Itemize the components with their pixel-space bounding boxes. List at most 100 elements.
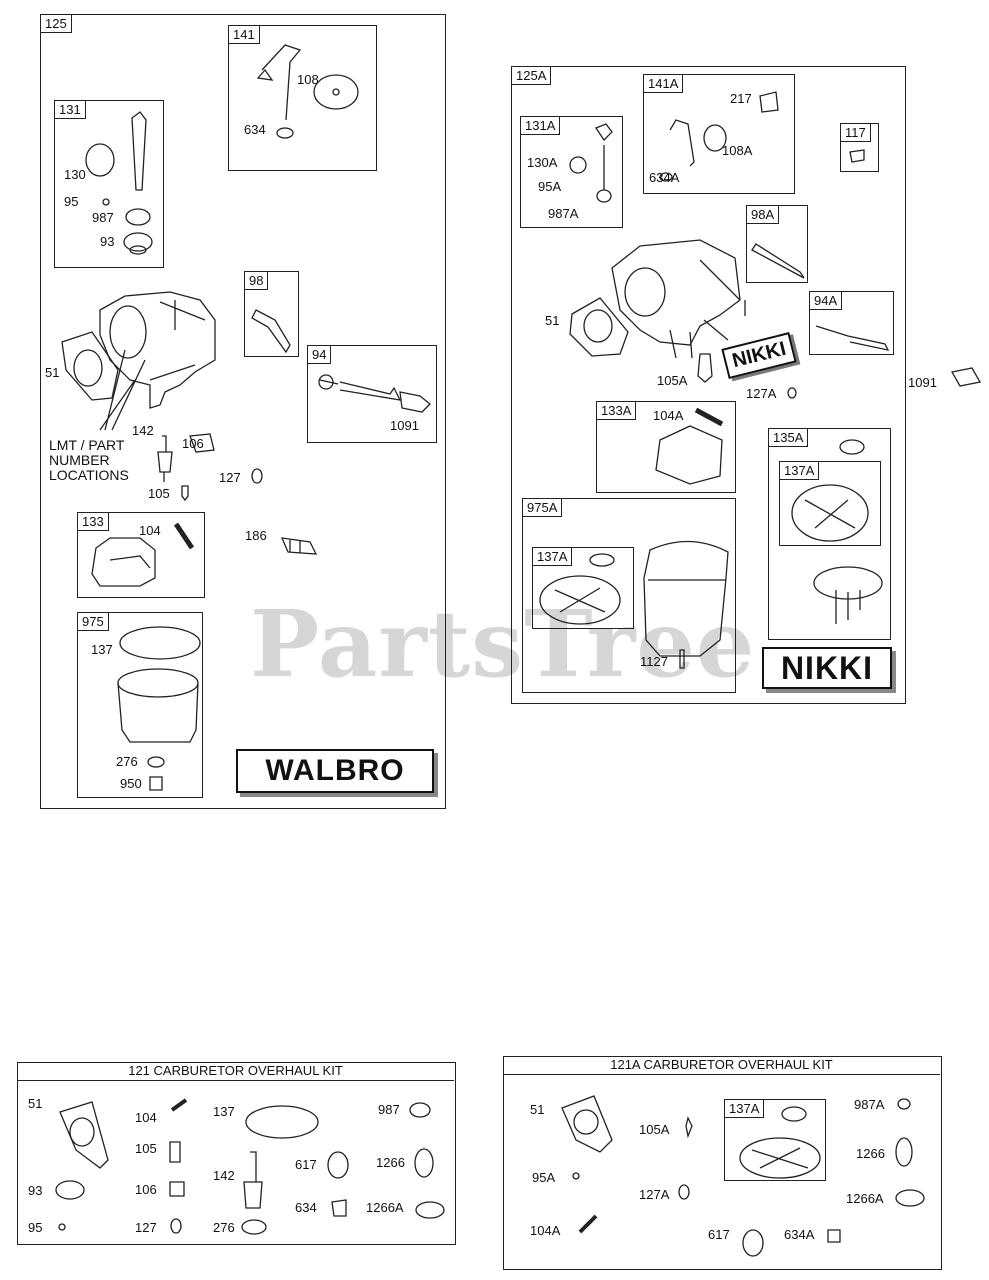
kit121a-part-1266a[interactable]: 1266A	[846, 1191, 884, 1206]
kit121a-part-105a[interactable]: 105A	[639, 1122, 670, 1137]
part-1091-label[interactable]: 1091	[390, 418, 419, 433]
kit121-part-276[interactable]: 276	[213, 1220, 235, 1235]
part-106-label[interactable]: 106	[182, 436, 204, 451]
kit121-part-142[interactable]: 142	[213, 1168, 235, 1183]
kit121a-part-104a[interactable]: 104A	[530, 1223, 561, 1238]
part-105-label[interactable]: 105	[148, 486, 170, 501]
part-130-label[interactable]: 130	[64, 167, 86, 182]
kit-117-tag[interactable]: 117	[840, 123, 871, 142]
gasket-drawing	[61, 331, 119, 401]
kit121-part-137[interactable]: 137	[213, 1104, 235, 1119]
kit-121a-frame	[503, 1056, 942, 1270]
part-634a-label[interactable]: 634A	[649, 170, 680, 185]
kit-121a-inner-box	[724, 1099, 826, 1181]
part-105a-label[interactable]: 105A	[657, 373, 688, 388]
kit-133-tag[interactable]: 133	[77, 512, 109, 531]
kit-98-box	[244, 271, 299, 357]
walbro-assembly-tag[interactable]: 125	[40, 14, 72, 33]
kit121a-part-634a[interactable]: 634A	[784, 1227, 815, 1242]
part-130a-label[interactable]: 130A	[527, 155, 558, 170]
kit-121-title: 121 CARBURETOR OVERHAUL KIT	[17, 1062, 454, 1081]
part-950-label[interactable]: 950	[120, 776, 142, 791]
kit121a-part-1266[interactable]: 1266	[856, 1146, 885, 1161]
kit121a-part-987a[interactable]: 987A	[854, 1097, 885, 1112]
part-1127-label[interactable]: 1127	[640, 654, 668, 669]
kit-94a-box	[809, 291, 894, 355]
kit-135a-tag[interactable]: 135A	[768, 428, 809, 447]
kit-131-tag[interactable]: 131	[54, 100, 86, 119]
kit-141a-box	[643, 74, 795, 194]
nikki-part-51-label[interactable]: 51	[545, 313, 560, 328]
part-987a-label[interactable]: 987A	[548, 206, 579, 221]
part-276-label[interactable]: 276	[116, 754, 138, 769]
kit-141-tag[interactable]: 141	[228, 25, 260, 44]
kit-121a-title: 121A CARBURETOR OVERHAUL KIT	[503, 1056, 940, 1075]
kit-98-tag[interactable]: 98	[244, 271, 269, 290]
part-137-label[interactable]: 137	[91, 642, 113, 657]
kit-131a-box	[520, 116, 623, 228]
kit-975-tag[interactable]: 975	[77, 612, 109, 631]
part-95a-label[interactable]: 95A	[538, 179, 562, 194]
kit121-part-634[interactable]: 634	[295, 1200, 317, 1215]
part-634-label[interactable]: 634	[244, 122, 266, 137]
kit121-part-104[interactable]: 104	[135, 1110, 157, 1125]
nikki-assembly-tag[interactable]: 125A	[511, 66, 552, 85]
kit-121-frame	[17, 1062, 456, 1245]
kit-94-box	[307, 345, 437, 443]
kit-135a-box	[768, 428, 891, 640]
part-186-label[interactable]: 186	[245, 528, 267, 543]
kit-131-box	[54, 100, 164, 268]
part-108a-label[interactable]: 108A	[722, 143, 753, 158]
kit121-part-51[interactable]: 51	[28, 1096, 43, 1111]
nikki-carburetor-drawing	[611, 239, 741, 346]
watermark: PartsTree	[250, 590, 756, 698]
kit-133-box	[77, 512, 205, 598]
nikki-brand-label: NIKKI	[762, 647, 892, 689]
part-95-label[interactable]: 95	[64, 194, 79, 209]
kit-121a-inner-tag[interactable]: 137A	[724, 1099, 765, 1118]
kit-975-box	[77, 612, 203, 798]
throttle-shaft-drawing	[261, 44, 302, 121]
lmt-note-line-3: LOCATIONS	[49, 467, 129, 483]
kit-141a-tag[interactable]: 141A	[643, 74, 684, 93]
kit-135a-inner-tag[interactable]: 137A	[779, 461, 820, 480]
kit-975a-inner-tag[interactable]: 137A	[532, 547, 573, 566]
choke-shaft-drawing	[131, 111, 147, 191]
part-104-label[interactable]: 104	[139, 523, 161, 538]
kit-94a-tag[interactable]: 94A	[809, 291, 843, 310]
part-987-label[interactable]: 987	[92, 210, 114, 225]
part-51-label[interactable]: 51	[45, 365, 60, 380]
kit121-part-1266a[interactable]: 1266A	[366, 1200, 404, 1215]
lmt-note-line-1: LMT / PART	[49, 437, 125, 453]
lmt-note-line-2: NUMBER	[49, 452, 110, 468]
part-217-label[interactable]: 217	[730, 91, 752, 106]
kit121-part-93[interactable]: 93	[28, 1183, 43, 1198]
part-93-label[interactable]: 93	[100, 234, 115, 249]
kit-131a-tag[interactable]: 131A	[520, 116, 561, 135]
kit121-part-127[interactable]: 127	[135, 1220, 157, 1235]
kit-141-box	[228, 25, 377, 171]
part-127a-label[interactable]: 127A	[746, 386, 777, 401]
kit-975a-tag[interactable]: 975A	[522, 498, 563, 517]
part-127-label[interactable]: 127	[219, 470, 241, 485]
part-142-label[interactable]: 142	[132, 423, 154, 438]
kit121a-part-617[interactable]: 617	[708, 1227, 730, 1242]
kit121a-part-95a[interactable]: 95A	[532, 1170, 556, 1185]
part-104a-label[interactable]: 104A	[653, 408, 684, 423]
kit-94-tag[interactable]: 94	[307, 345, 332, 364]
kit-133a-box	[596, 401, 736, 493]
kit-133a-tag[interactable]: 133A	[596, 401, 637, 420]
kit121-part-95[interactable]: 95	[28, 1220, 43, 1235]
part-108-label[interactable]: 108	[297, 72, 319, 87]
kit-98a-tag[interactable]: 98A	[746, 205, 780, 224]
walbro-assembly-frame	[40, 14, 446, 809]
kit121-part-1266[interactable]: 1266	[376, 1155, 405, 1170]
kit121-part-105[interactable]: 105	[135, 1141, 157, 1156]
kit121-part-617[interactable]: 617	[295, 1157, 317, 1172]
kit121a-part-51[interactable]: 51	[530, 1102, 545, 1117]
kit121-part-987[interactable]: 987	[378, 1102, 400, 1117]
kit121a-part-127a[interactable]: 127A	[639, 1187, 670, 1202]
kit-975a-inner-box	[532, 547, 634, 629]
nikki-part-1091-label[interactable]: 1091	[908, 375, 937, 390]
kit121-part-106[interactable]: 106	[135, 1182, 157, 1197]
